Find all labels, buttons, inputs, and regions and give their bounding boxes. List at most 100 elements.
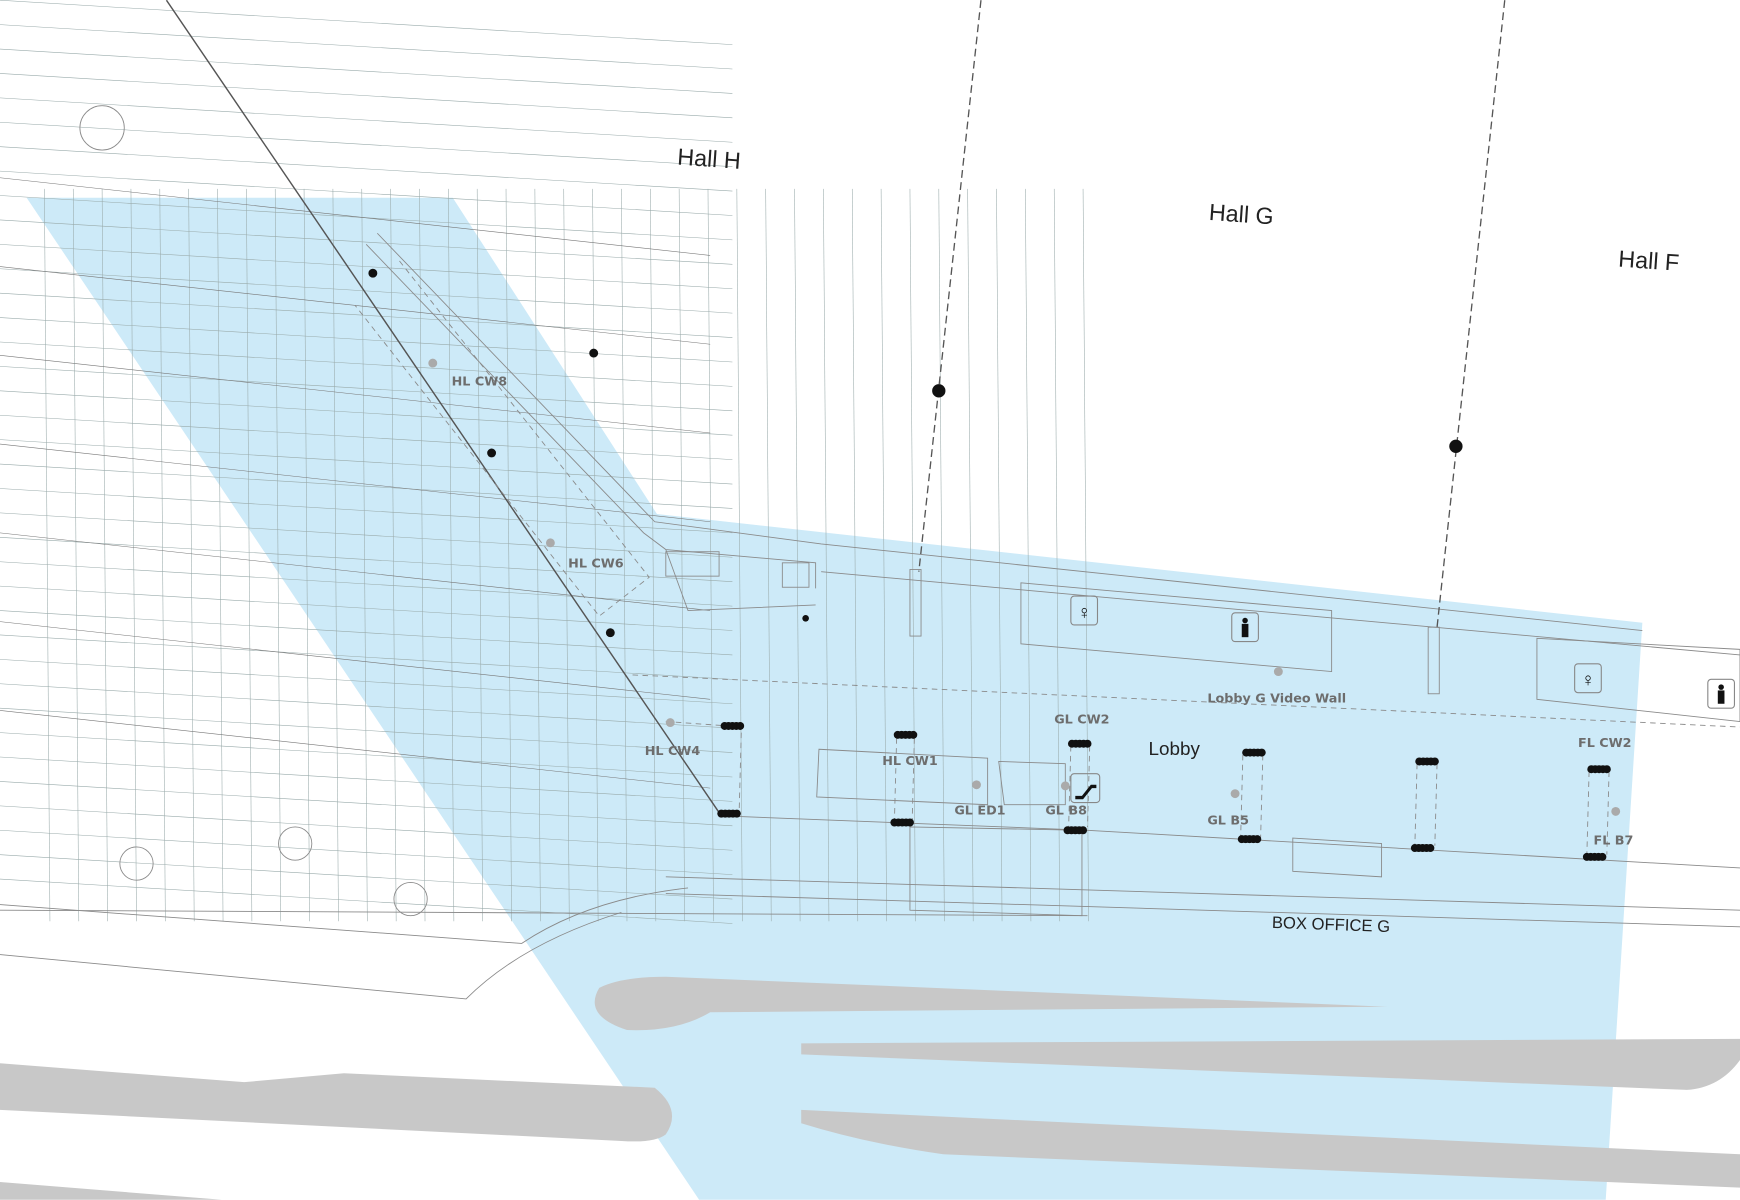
grid-line [880,188,887,922]
grid-line [0,634,733,680]
grid-line [1025,188,1032,922]
grid-line [909,188,916,922]
grid-line [101,188,108,922]
grid-line [159,188,166,922]
grid-line [765,188,772,922]
grid-line [0,414,733,460]
grid-line [707,188,714,922]
grid-line [0,48,733,94]
device-marker-dot [1602,765,1611,774]
grid-line [650,188,657,922]
grid-line [0,683,733,729]
grid-line [448,188,455,922]
plaza-grid [0,0,1740,1000]
grid-line [303,188,310,922]
svg-text:♀: ♀ [1077,601,1091,622]
grid-line [332,188,339,922]
grid-line [823,188,830,922]
device-marker-dot [1257,748,1266,757]
grid-line [361,188,368,922]
grid-line [0,146,733,192]
device-marker-dot [1430,757,1439,766]
device-marker-dot [1253,835,1262,844]
box-office-label: BOX OFFICE G [1272,913,1391,936]
grid-line [0,170,733,216]
grid-line [0,439,733,485]
grid-line [736,188,743,922]
restroom-women-icon: ♀ [1070,595,1099,626]
device-marker-dot [1079,826,1088,835]
device-label: HL CW8 [452,374,508,389]
grid-line [0,244,733,290]
device-label: GL ED1 [954,804,1005,819]
grid-line [1082,188,1089,922]
grid-line [0,24,733,70]
grid-line [188,188,195,922]
svg-text:♀: ♀ [1581,669,1595,690]
grid-line [0,73,733,119]
device-marker-dot [1426,844,1435,853]
device-marker-dot [1083,739,1092,748]
grid-line [0,443,711,523]
grid-line [476,188,483,922]
grid-line [0,355,711,434]
device-label: GL B8 [1045,804,1087,819]
device-label: GL B5 [1207,814,1249,829]
grid-line [621,188,628,922]
grid-line [0,532,711,611]
grid-line [967,188,974,922]
grid-line [0,488,733,534]
hall-divider-gf [1436,0,1506,628]
grid-line [72,188,80,922]
grid-line [0,177,711,256]
grid-line [0,854,733,900]
device-marker-dot [736,721,745,730]
grid-line [44,188,51,922]
grid-line [0,829,733,875]
grid-line [0,659,733,705]
grid-line [0,707,733,753]
device-label: FL B7 [1594,834,1634,849]
grid-line [130,188,137,922]
building-walls [354,232,1740,917]
grid-line [0,537,733,582]
grid-line [0,561,733,607]
grid-line [0,610,733,656]
video-wall-label: Lobby G Video Wall [1207,692,1346,707]
grid-line [0,317,733,363]
device-markers [717,721,1611,861]
grid-line [419,188,426,922]
restroom-women-icon: ♀ [1574,663,1602,694]
restroom-men-icon [1707,678,1736,709]
lobby-label: Lobby [1149,738,1201,759]
grid-line [534,188,541,922]
grid-line [0,268,733,314]
grid-line [0,0,733,45]
grid-line [996,188,1003,922]
hall-g-label: Hall G [1208,199,1274,229]
gray-sensors [428,358,1621,816]
grid-line [0,219,733,265]
grid-line [0,292,733,338]
hall-h-label: Hall H [677,143,742,173]
grid-line [0,390,733,436]
grid-line [938,188,945,922]
grid-line [0,512,733,558]
grid-line [217,188,224,922]
device-label: FL CW2 [1578,736,1632,751]
grid-line [390,188,397,922]
grid-line [563,188,570,922]
device-marker-dot [1598,852,1607,861]
hall-f-label: Hall F [1618,246,1681,276]
device-label: HL CW1 [882,754,938,769]
restroom-men-icon [1231,612,1259,643]
grid-line [0,585,733,631]
device-label: GL CW2 [1054,713,1109,728]
device-label: HL CW4 [645,744,701,759]
roads [0,976,1740,1200]
grid-line [678,188,685,922]
device-marker-dot [905,818,914,827]
grid-line [0,621,711,700]
